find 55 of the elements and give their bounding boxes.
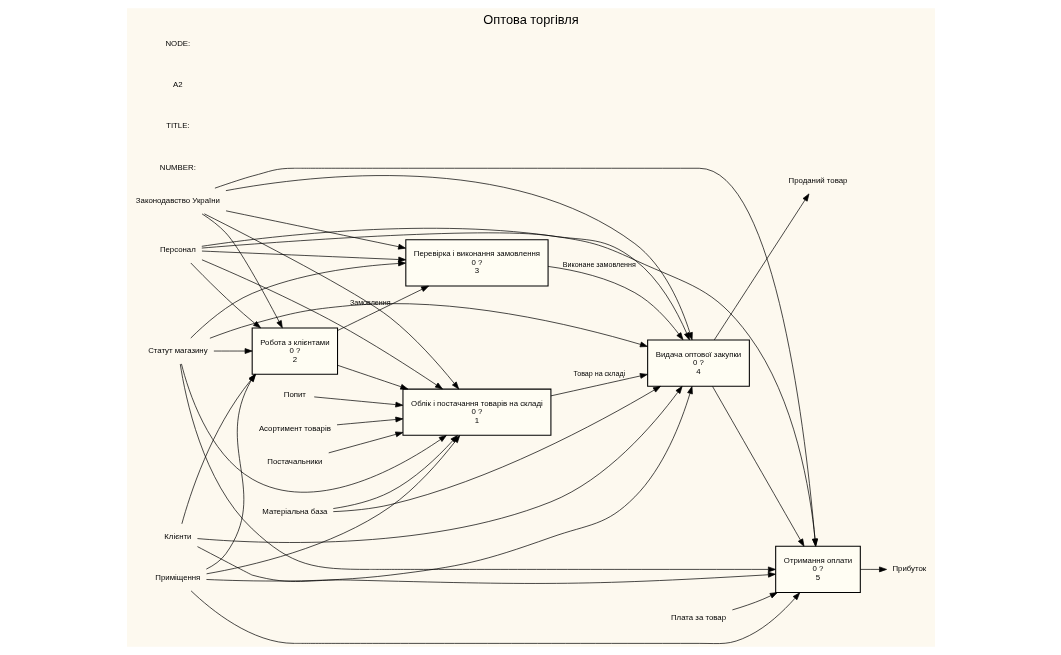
node-text: Законодавство України xyxy=(135,195,220,205)
arrow xyxy=(190,590,800,644)
arrow xyxy=(189,262,261,329)
label: A2 xyxy=(172,80,183,90)
arrow xyxy=(179,363,776,573)
arrow xyxy=(201,259,443,390)
node-box: Перевірка і виконання замовлення 0 ? 3 xyxy=(404,239,549,287)
node-text: Плата за товар xyxy=(670,613,726,623)
node-box: Облік і постачання товарів на складі 0 ? 1 xyxy=(401,388,551,436)
arrow xyxy=(336,416,403,426)
arrow xyxy=(225,175,693,341)
arrow xyxy=(205,373,255,570)
arrow xyxy=(214,167,818,547)
diagram-title: Оптова торгівля xyxy=(482,12,579,28)
arrow xyxy=(201,250,406,263)
arrow xyxy=(213,348,252,354)
arrow xyxy=(181,373,256,525)
node-box: Отримання оплати 0 ? 5 xyxy=(774,545,861,594)
node-text: Статут магазину xyxy=(147,346,208,356)
arrow xyxy=(713,193,809,341)
node-box: Видача оптової закупки 0 ? 4 xyxy=(646,339,750,387)
node-text: Приміщення xyxy=(154,572,200,582)
arrow xyxy=(203,213,459,390)
label: NODE: xyxy=(164,38,190,48)
label: NUMBER: xyxy=(159,162,196,172)
node-text: Матеріальна база xyxy=(261,506,327,516)
arrow xyxy=(200,228,690,341)
arrow xyxy=(180,363,447,493)
node-text: Постачальники xyxy=(266,457,322,466)
arrow xyxy=(336,364,408,390)
node-text: Персонал xyxy=(159,245,196,255)
arrow xyxy=(547,266,683,341)
arrow xyxy=(731,592,778,611)
arrow xyxy=(859,566,887,573)
node-text: Асортимент товарів xyxy=(258,423,331,433)
arrow xyxy=(550,373,648,397)
arrow xyxy=(189,260,406,339)
node-text: Попит xyxy=(283,390,306,400)
arrow xyxy=(336,285,429,331)
arrow xyxy=(200,232,818,547)
node-text: Проданий товар xyxy=(788,176,847,186)
arrow xyxy=(327,431,403,454)
arrow xyxy=(196,546,776,584)
arrow xyxy=(205,386,693,582)
arrow xyxy=(332,385,661,512)
arrow xyxy=(196,386,682,543)
arrow xyxy=(313,396,403,408)
node-text: Прибуток xyxy=(892,564,926,574)
arrow xyxy=(201,213,283,329)
node-text: Клієнти xyxy=(163,531,191,541)
arrow xyxy=(711,386,804,547)
arrow xyxy=(225,210,406,250)
label: TITLE: xyxy=(165,121,190,131)
node-box: Робота з клієнтами 0 ? 2 xyxy=(251,327,338,375)
arrow xyxy=(209,303,648,348)
